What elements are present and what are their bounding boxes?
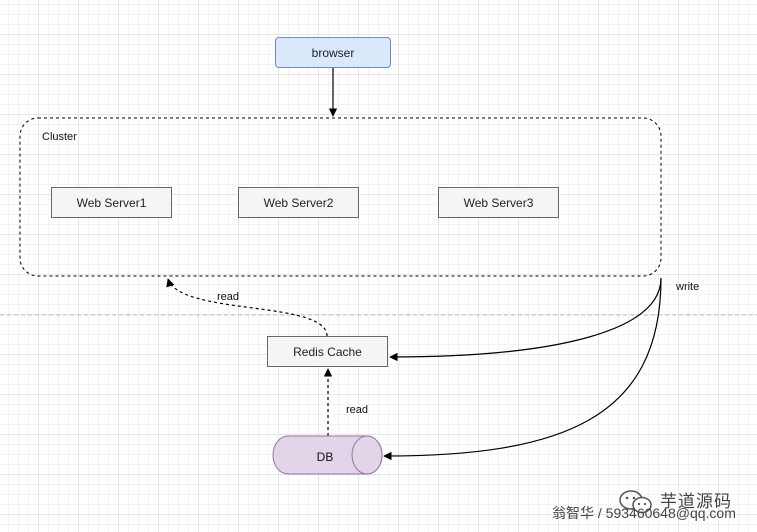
- write-label: write: [676, 281, 700, 293]
- cluster-container[interactable]: [19, 117, 662, 277]
- redis-to-cluster-edge: [166, 278, 328, 337]
- cluster-label: Cluster: [42, 131, 77, 143]
- db-label: DB: [316, 450, 334, 464]
- watermark-brand: 芋道源码: [660, 492, 732, 511]
- redis-cache-node[interactable]: Redis Cache: [267, 336, 388, 367]
- cluster-to-db-edge: [383, 277, 662, 461]
- watermark-handle: 翁智华 / 593460648@qq.com: [552, 505, 736, 521]
- browser-node[interactable]: browser: [275, 37, 391, 68]
- web-server-2-node[interactable]: Web Server2: [238, 187, 359, 218]
- cluster-to-redis-edge: [389, 277, 662, 362]
- wechat-logo-icon: [619, 490, 652, 514]
- web-server-1-node[interactable]: Web Server1: [51, 187, 172, 218]
- web-server-3-node[interactable]: Web Server3: [438, 187, 559, 218]
- db-read-label: read: [346, 404, 369, 416]
- db-cylinder[interactable]: [272, 435, 383, 475]
- cluster-read-label: read: [217, 291, 240, 303]
